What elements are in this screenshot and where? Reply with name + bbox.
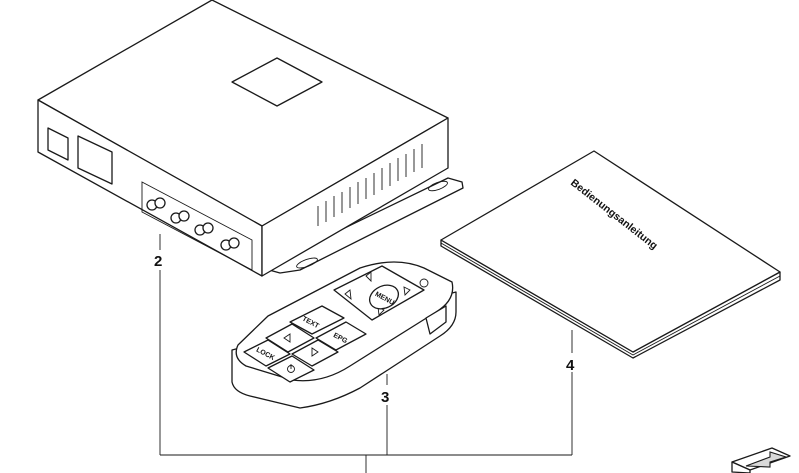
triangle-left-icon [283, 333, 291, 343]
next-page-arrow-icon[interactable] [731, 447, 791, 473]
callout-2: 2 [154, 253, 162, 270]
power-icon [287, 364, 295, 373]
triangle-right-icon [311, 347, 319, 357]
receiver-unit [37, 0, 464, 277]
right-button[interactable] [291, 339, 339, 367]
menu-button[interactable]: MENU [366, 281, 402, 314]
epg-button[interactable]: EPG [315, 321, 367, 351]
power-button[interactable] [267, 355, 315, 383]
manual-booklet: Bedienungsanleitung [440, 150, 781, 359]
remote-control: MENU TEXT EPG LOCK [231, 261, 457, 409]
callout-4: 4 [566, 357, 575, 374]
lock-button[interactable]: LOCK [243, 339, 291, 367]
text-button[interactable]: TEXT [289, 305, 345, 335]
dpad-arrows-icon [365, 271, 372, 283]
rca-connectors [146, 197, 240, 251]
side-vents [317, 144, 423, 226]
callout-3: 3 [381, 389, 389, 406]
callout-lines [159, 234, 573, 473]
